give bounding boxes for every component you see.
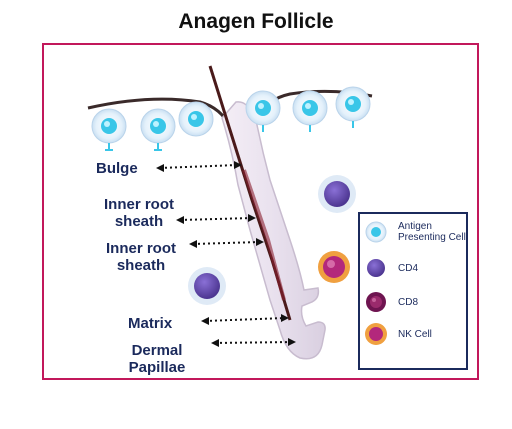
apc-cell [140, 108, 176, 151]
cd4-cell-lower [188, 267, 226, 305]
apc-cell [292, 90, 328, 132]
legend-box: Antigen Presenting Cell CD4 CD8 NK Cell [358, 212, 468, 370]
apc-cell [335, 86, 371, 128]
legend-label-apc: Antigen Presenting Cell [398, 221, 466, 243]
legend-label-cd8: CD8 [398, 297, 419, 308]
label-inner-root-sheath-1: Inner root sheath [104, 196, 174, 230]
apc-cells [91, 86, 371, 151]
legend-label-nk-cell: NK Cell [398, 329, 432, 340]
matrix-arrow [204, 317, 286, 322]
legend-cd8-icon [366, 292, 386, 312]
label-arrows [159, 164, 293, 344]
label-dermal-papillae: Dermal Papillae [128, 342, 186, 376]
diagram-frame [42, 43, 479, 380]
bulge-arrow [159, 164, 239, 169]
label-matrix: Matrix [128, 315, 173, 332]
legend-cd4-icon [367, 259, 385, 277]
apc-cell [245, 90, 281, 132]
cd4-cell-upper [318, 175, 356, 213]
apc-cell [178, 101, 214, 137]
label-inner-root-sheath-2: Inner root sheath [106, 240, 176, 274]
legend-label-cd4: CD4 [398, 263, 419, 274]
inner-root-sheath-arrow-1 [179, 217, 253, 221]
follicle-sheath [221, 101, 326, 360]
inner-root-sheath-arrow-2 [192, 241, 261, 245]
nk-cell [318, 251, 350, 283]
arrow-heads [156, 161, 296, 347]
label-bulge: Bulge [96, 160, 138, 177]
diagram-title: Anagen Follicle [178, 10, 334, 33]
inner-shaft [242, 169, 286, 301]
legend-apc-icon [365, 221, 387, 243]
legend-symbols [365, 221, 387, 345]
apc-cell [91, 108, 127, 151]
dermal-papillae-arrow [214, 341, 293, 344]
legend-nk-icon [365, 323, 387, 345]
